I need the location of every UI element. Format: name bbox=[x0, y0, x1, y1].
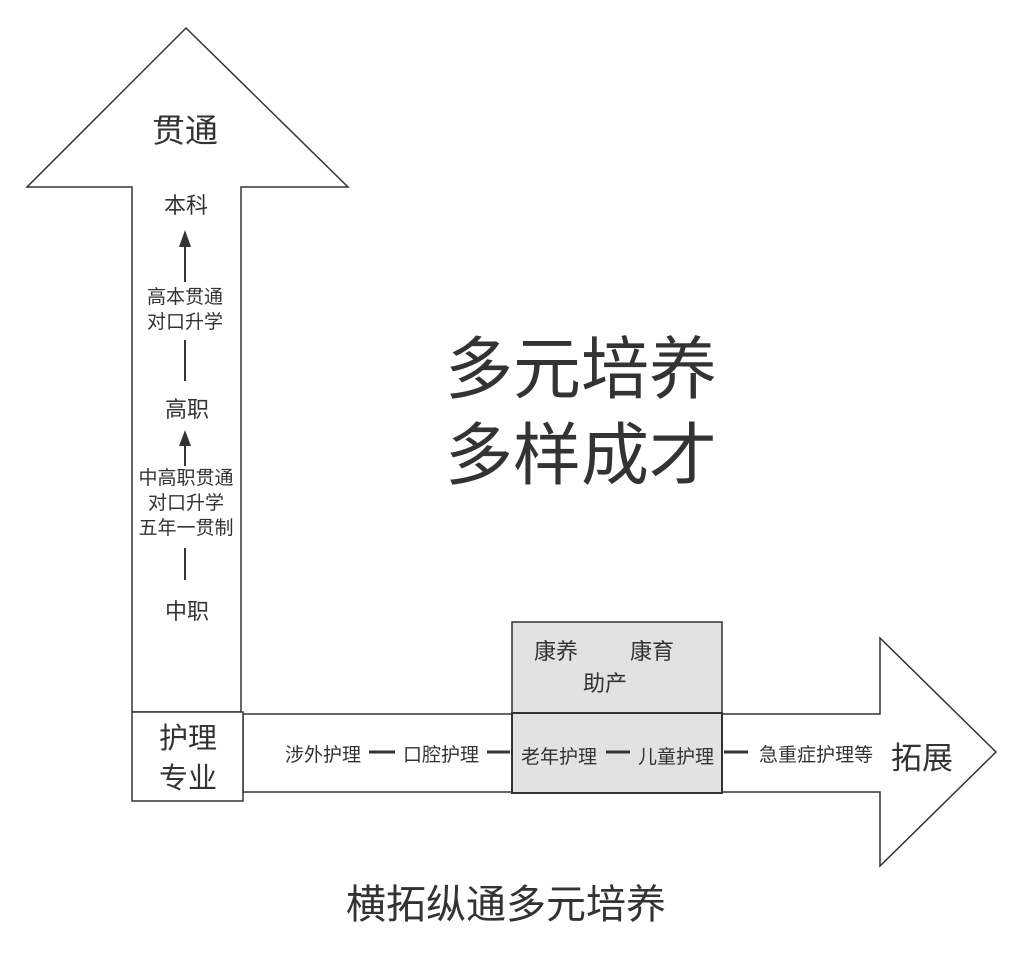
origin-line: 护理 bbox=[158, 721, 218, 755]
headline-line: 多元培养 bbox=[444, 331, 718, 410]
higher-to-bachelor-paths: 高本贯通 对口升学 bbox=[147, 285, 223, 335]
kangyang-label: 康养 bbox=[534, 640, 579, 665]
origin-label: 护理 专业 bbox=[159, 718, 217, 798]
horizontal-end-label: 拓展 bbox=[891, 741, 953, 777]
caption: 横拓纵通多元培养 bbox=[346, 882, 666, 928]
horizontal-item: 老年护理 bbox=[520, 746, 598, 768]
horizontal-item: 急重症护理等 bbox=[758, 744, 874, 766]
secondary-to-higher-paths: 中高职贯通 对口升学 五年一贯制 bbox=[138, 466, 233, 541]
path-label: 对口升学 bbox=[146, 311, 224, 333]
path-label: 中高职贯通 bbox=[138, 467, 234, 489]
secondary-vocational-label: 中职 bbox=[164, 600, 210, 625]
path-label: 高本贯通 bbox=[146, 286, 224, 308]
horizontal-item: 口腔护理 bbox=[402, 744, 480, 766]
bachelor-label: 本科 bbox=[163, 194, 209, 219]
kangyu-label: 康育 bbox=[630, 640, 675, 665]
arrowhead-up-icon bbox=[179, 230, 191, 247]
origin-line: 专业 bbox=[158, 761, 218, 795]
headline-line: 多样成才 bbox=[444, 417, 718, 496]
horizontal-item: 涉外护理 bbox=[284, 744, 362, 766]
path-label: 对口升学 bbox=[147, 492, 225, 514]
higher-vocational-label: 高职 bbox=[164, 398, 210, 423]
center-headline: 多元培养 多样成才 bbox=[445, 328, 717, 500]
midwifery-label: 助产 bbox=[583, 672, 628, 697]
arrowhead-up-icon bbox=[179, 430, 191, 446]
origin-box bbox=[131, 711, 244, 802]
vertical-top-label: 贯通 bbox=[152, 111, 218, 150]
horizontal-item: 儿童护理 bbox=[637, 746, 715, 768]
gray-box-upper bbox=[511, 621, 723, 714]
path-label: 五年一贯制 bbox=[138, 517, 234, 539]
